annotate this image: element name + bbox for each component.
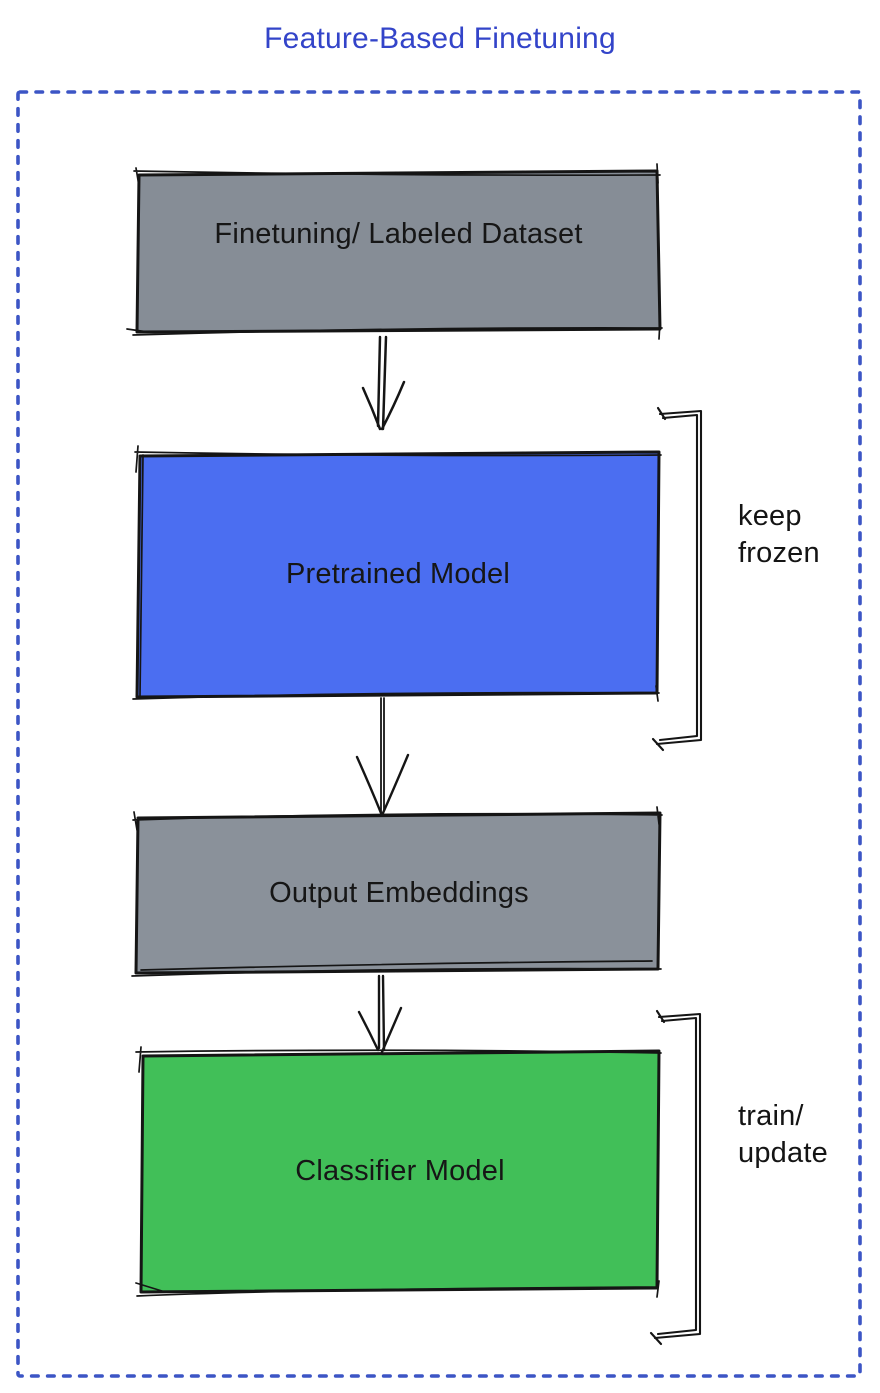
node-label-classifier-model: Classifier Model bbox=[295, 1155, 505, 1187]
node-finetuning-dataset bbox=[126, 163, 663, 340]
node-label-finetuning-dataset: Finetuning/ Labeled Dataset bbox=[214, 217, 583, 250]
dashed-border bbox=[16, 90, 862, 1378]
node-output-embeddings bbox=[131, 806, 663, 977]
node-pretrained-model bbox=[132, 445, 662, 702]
arrow-down-icon-2 bbox=[355, 697, 410, 815]
bracket-keep-frozen bbox=[651, 406, 703, 752]
annotation-train-update: train/ update bbox=[738, 1100, 828, 1169]
node-label-pretrained-model: Pretrained Model bbox=[285, 558, 511, 590]
page-title: Feature-Based Finetuning bbox=[264, 22, 616, 55]
arrow-down-icon-1 bbox=[361, 335, 406, 431]
node-label-output-embeddings: Output Embeddings bbox=[269, 876, 529, 909]
node-classifier-model bbox=[135, 1046, 662, 1298]
annotation-keep-frozen: keep frozen bbox=[738, 500, 820, 569]
bracket-train-update bbox=[649, 1009, 702, 1346]
arrow-down-icon-3 bbox=[357, 974, 403, 1054]
